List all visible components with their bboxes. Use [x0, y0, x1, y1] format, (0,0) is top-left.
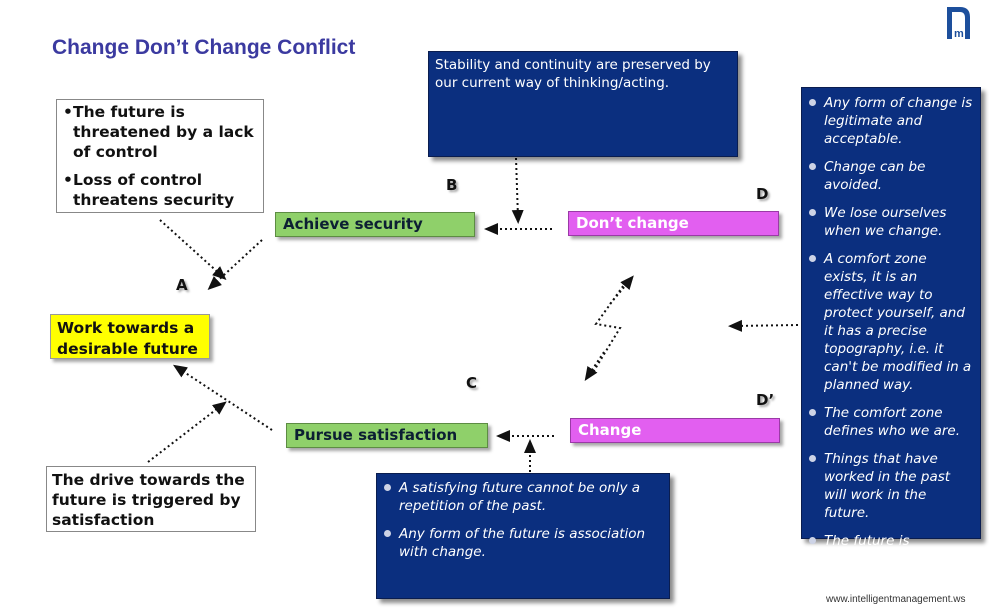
bottom-left-box: The drive towards the future is triggere…: [46, 466, 256, 532]
letter-d: D: [756, 185, 769, 203]
conflict-arrow-top: [609, 275, 634, 305]
connector-topbox-to-dd: [511, 157, 524, 224]
top-center-box: Stability and continuity are preserved b…: [428, 51, 738, 157]
right-box-item: Any form of change is legitimate and acc…: [802, 94, 974, 148]
bottom-center-item: A satisfying future cannot be only a rep…: [377, 479, 661, 515]
top-left-box: • The future is threatened by a lack of …: [56, 99, 264, 213]
right-box: Any form of change is legitimate and acc…: [801, 87, 981, 585]
letter-d-prime: D’: [756, 391, 775, 409]
node-d-dont-change: Don’t change: [568, 211, 779, 236]
conflict-zigzag: [591, 281, 627, 375]
right-box-item: We lose ourselves when we change.: [802, 204, 974, 240]
logo-icon: m: [947, 7, 970, 40]
node-c-pursue-satisfaction: Pursue satisfaction: [286, 423, 488, 448]
right-box-item: Change can be avoided.: [802, 158, 974, 194]
connector-rightbox-to-mid: [728, 319, 799, 332]
connector-box-to-c: [147, 401, 227, 463]
right-box-item: The future is something that happens to …: [802, 532, 974, 586]
letter-c: C: [466, 374, 478, 392]
connector-b-to-a: [207, 239, 263, 291]
svg-text:m: m: [954, 28, 964, 40]
node-a-desirable-future: Work towards a desirable future: [50, 314, 210, 359]
right-box-item: A comfort zone exists, it is an effectiv…: [802, 250, 974, 394]
page-title: Change Don’t Change Conflict: [52, 36, 356, 59]
connector-c-to-a: [172, 364, 273, 431]
letter-b: B: [446, 176, 458, 194]
bottom-center-item: Any form of the future is association wi…: [377, 525, 661, 561]
footer-url[interactable]: www.intelligentmanagement.ws: [826, 594, 966, 605]
connector-box-to-a: [159, 219, 227, 281]
letter-a: A: [176, 276, 188, 294]
right-box-item: Things that have worked in the past will…: [802, 450, 974, 522]
top-left-item-1: • The future is threatened by a lack of …: [63, 103, 254, 161]
top-left-item-2: • Loss of control threatens security: [63, 171, 235, 209]
bottom-center-box: A satisfying future cannot be only a rep…: [376, 473, 670, 599]
node-dprime-change: Change: [570, 418, 780, 443]
right-box-item: The comfort zone defines who we are.: [802, 404, 974, 440]
conflict-arrow-bottom: [584, 351, 605, 381]
node-b-achieve-security: Achieve security: [275, 212, 475, 237]
